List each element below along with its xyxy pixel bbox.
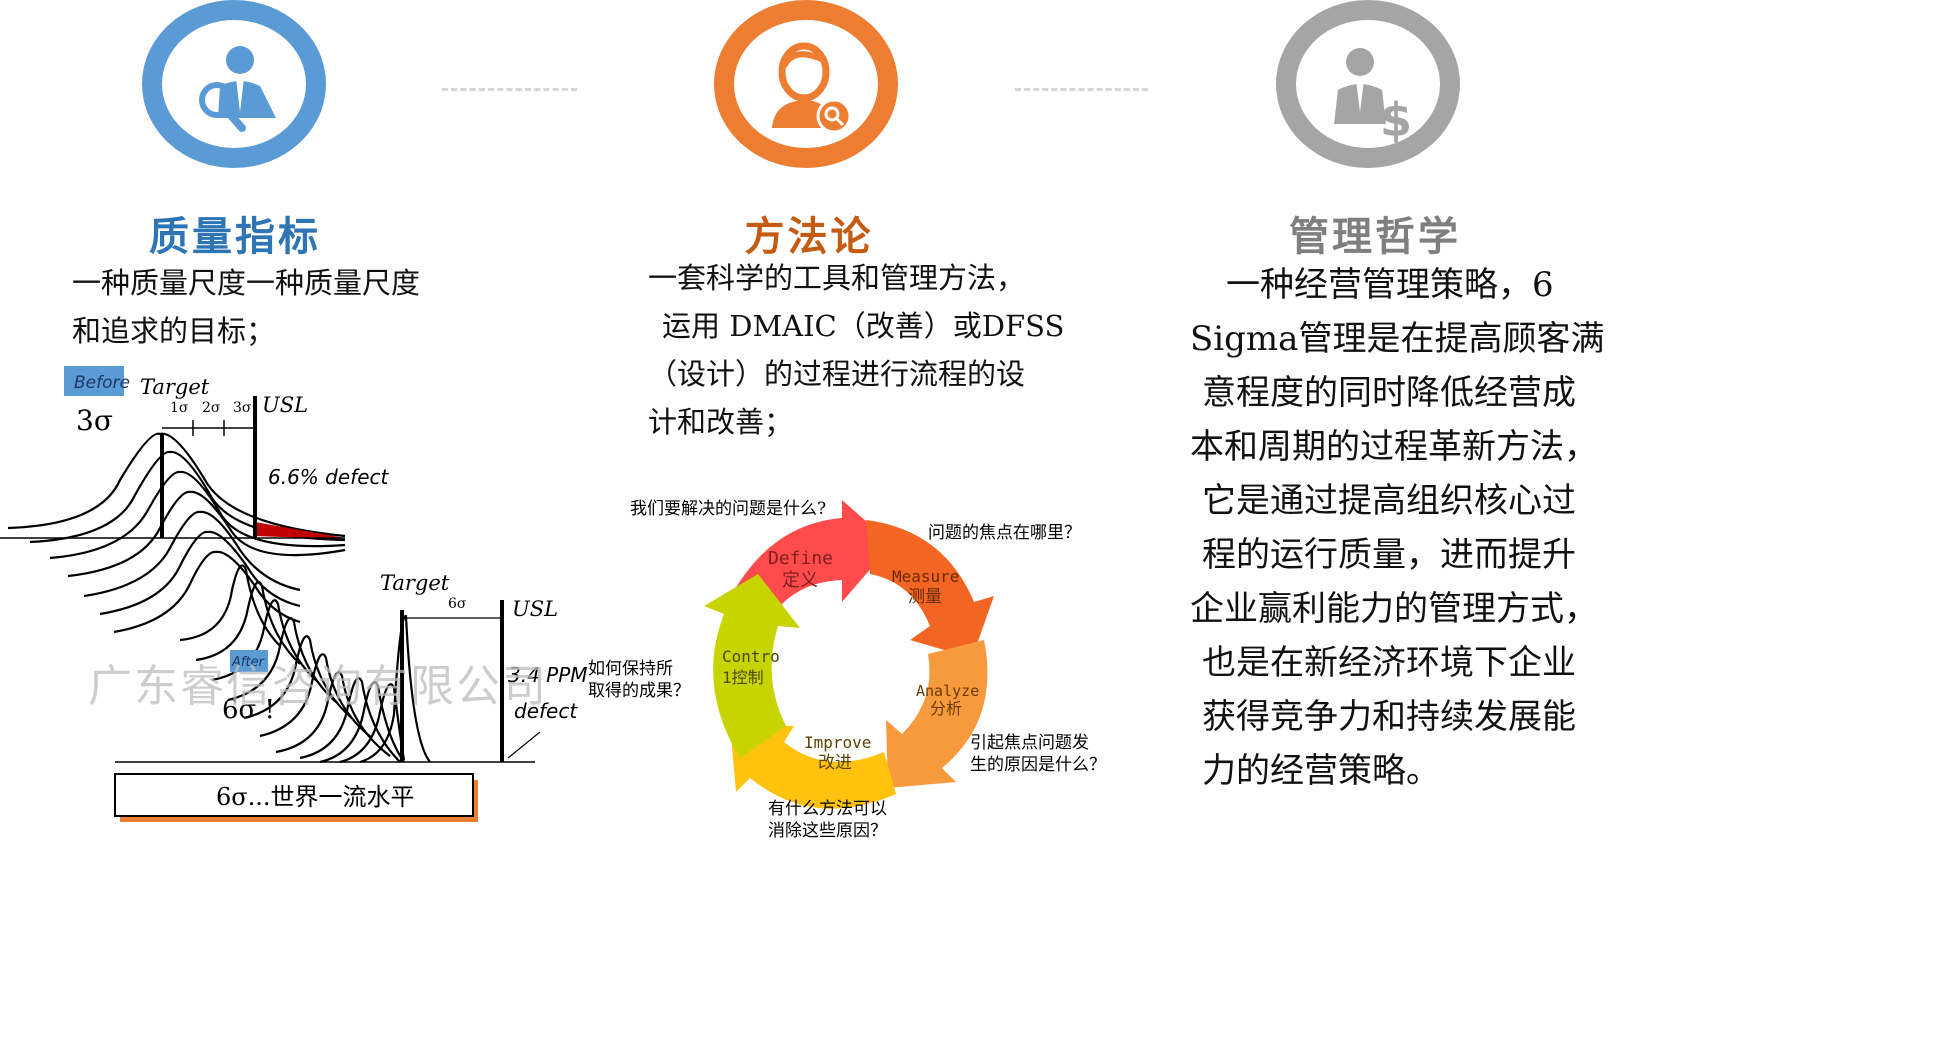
analyze-label-cn: 分析 (930, 699, 962, 718)
analyze-arrow (886, 640, 988, 788)
sigma-tick-1: 1σ (170, 400, 189, 416)
analyze-label-en: Analyze (916, 682, 979, 700)
measure-label-en: Measure (892, 567, 959, 586)
sigma-tick-3: 3σ (233, 400, 252, 416)
measure-label-cn: 测量 (908, 587, 942, 607)
title-methodology: 方法论 (744, 213, 874, 260)
quality-metric-description: 一种质量尺度一种质量尺度 和追求的目标； (72, 252, 420, 362)
improve-label-en: Improve (804, 733, 871, 752)
control-question: 如何保持所取得的成果？ (588, 659, 690, 701)
sigma-tick-2: 2σ (202, 400, 221, 416)
person-magnifier-icon (772, 42, 852, 134)
businessman-dollar-icon: $ (1334, 48, 1412, 147)
improve-question: 有什么方法可以消除这些原因？ (768, 799, 887, 841)
three-sigma-label: 3σ (76, 404, 113, 437)
text-line: 意程度的同时降低经营成 (1202, 373, 1576, 413)
dmaic-cycle-diagram: Define 定义 Measure 测量 Analyze 分析 Improve … (588, 499, 1106, 841)
text-line: 力的经营策略。 (1202, 751, 1440, 791)
divider-right (1015, 88, 1148, 91)
text-line: 一种质量尺度一种质量尺度 (72, 266, 421, 300)
usl-label-top: USL (262, 393, 308, 417)
before-badge (64, 366, 124, 396)
text-line: 一套科学的工具和管理方法， (648, 261, 1026, 295)
after-badge-label: After (231, 655, 266, 670)
text-line: 获得竞争力和持续发展能 (1202, 697, 1576, 737)
text-line: 和追求的目标； (72, 314, 276, 348)
defect-bottom-label: defect (514, 699, 578, 723)
text-line: 程的运行质量，进而提升 (1202, 535, 1576, 575)
target-label-bottom: Target (380, 571, 450, 595)
defect-area (255, 522, 345, 538)
watermark: 广东睿信咨询有限公司 (88, 661, 548, 712)
philosophy-description: 一种经营管理策略，6 Sigma管理是在提高顾客满 意程度的同时降低经营成 本和… (1190, 258, 1604, 798)
ppm-label: 3.4 PPM (508, 663, 588, 687)
text-line: （设计）的过程进行流程的设 (648, 357, 1026, 391)
usl-label-bottom: USL (512, 597, 558, 621)
text-line: Sigma管理是在提高顾客满 (1190, 319, 1605, 359)
improve-label-cn: 改进 (818, 753, 852, 773)
text-line: 本和周期的过程革新方法， (1190, 427, 1598, 467)
define-label-cn: 定义 (782, 570, 818, 591)
improve-arrow (730, 724, 896, 809)
text-line: 运用 DMAIC（改善）或DFSS (662, 309, 1065, 343)
quality-metric-icon-ring (142, 0, 326, 168)
target-label-top: Target (140, 375, 210, 399)
analyze-question: 引起焦点问题发生的原因是什么？ (970, 733, 1106, 775)
text-line: 企业赢利能力的管理方式， (1190, 589, 1598, 629)
user-search-icon (199, 46, 276, 132)
define-label-en: Define (768, 548, 833, 569)
divider-left (442, 88, 577, 91)
title-quality-metric: 质量指标 (149, 213, 321, 260)
svg-text:$: $ (1380, 93, 1412, 147)
before-badge-label: Before (74, 373, 130, 393)
defect-top-label: 6.6% defect (268, 465, 390, 489)
sigma-distribution-diagram: Before Target USL 3σ 1σ 2σ 3σ 6.6% defec… (0, 366, 588, 822)
methodology-icon-ring (714, 0, 898, 168)
philosophy-icon-ring: $ (1276, 0, 1460, 168)
measure-question: 问题的焦点在哪里？ (928, 523, 1081, 543)
text-line: 一种经营管理策略，6 (1226, 265, 1554, 305)
measure-arrow (866, 520, 994, 658)
text-line: 也是在新经济环境下企业 (1202, 643, 1576, 683)
text-line: 它是通过提高组织核心过 (1202, 481, 1576, 521)
six-sigma-label: 6σ ! (222, 695, 275, 725)
caption-text: 6σ...世界一流水平 (216, 783, 415, 811)
after-badge (230, 650, 268, 672)
control-arrow (704, 574, 800, 758)
text-line: 计和改善； (648, 405, 794, 439)
three-sigma-curves (7, 432, 346, 634)
caption-box (114, 773, 474, 817)
methodology-description: 一套科学的工具和管理方法， 运用 DMAIC（改善）或DFSS （设计）的过程进… (648, 254, 1064, 446)
six-sigma-tick: 6σ (448, 596, 467, 612)
title-management-philosophy: 管理哲学 (1289, 213, 1461, 260)
define-question: 我们要解决的问题是什么? (630, 499, 826, 519)
